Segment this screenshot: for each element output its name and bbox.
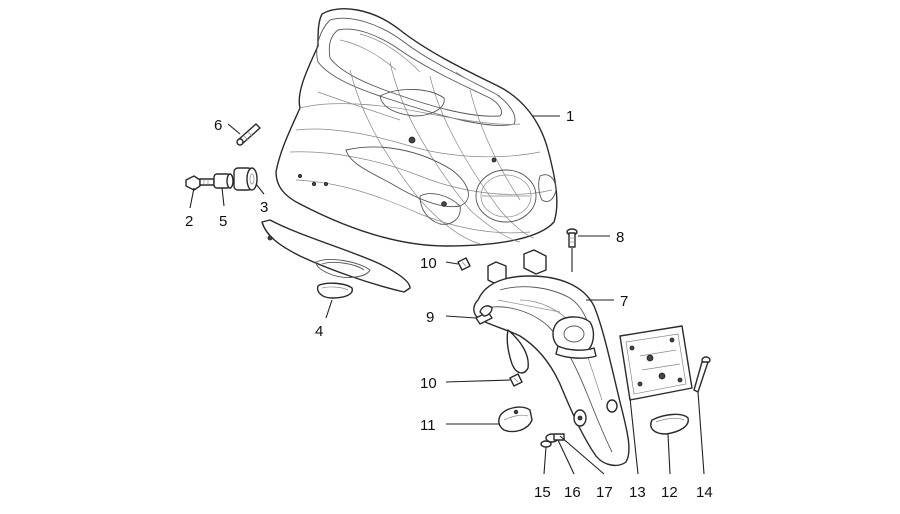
spacer-5 <box>213 173 234 189</box>
screw-8 <box>566 228 578 248</box>
leader-13 <box>629 397 639 475</box>
plate-cover <box>261 219 411 293</box>
leader-15 <box>543 446 547 475</box>
license-plate-holder-13 <box>606 325 693 413</box>
leader-10-lower <box>445 379 511 383</box>
callout-15: 15 <box>534 484 551 501</box>
callout-5: 5 <box>219 213 227 230</box>
leader-9 <box>445 315 477 319</box>
callout-7: 7 <box>620 293 628 310</box>
reflector-12 <box>650 413 689 435</box>
rubber-bushing-3 <box>233 167 258 191</box>
leader-lines <box>189 115 705 475</box>
callout-12: 12 <box>661 484 678 501</box>
rear-mudguard <box>473 249 630 467</box>
leader-14 <box>697 391 705 475</box>
callout-6: 6 <box>214 117 222 134</box>
leader-2 <box>189 187 195 209</box>
screw-14 <box>693 356 711 393</box>
rear-body-cowl <box>275 8 558 247</box>
leader-17 <box>559 435 605 475</box>
spring-pin <box>236 123 261 146</box>
plate-light-11 <box>498 406 533 433</box>
screw-16 <box>545 433 565 443</box>
callout-8: 8 <box>616 229 624 246</box>
callout-4: 4 <box>315 323 323 340</box>
callout-17: 17 <box>596 484 613 501</box>
leader-10-upper <box>445 261 459 265</box>
callout-2: 2 <box>185 213 193 230</box>
callout-10-lower: 10 <box>420 375 437 392</box>
callout-3: 3 <box>260 199 268 216</box>
callout-11: 11 <box>420 417 436 434</box>
screw-9 <box>475 305 493 325</box>
callout-16: 16 <box>564 484 581 501</box>
callout-10-upper: 10 <box>420 255 437 272</box>
callout-13: 13 <box>629 484 646 501</box>
leader-4 <box>325 299 333 319</box>
callout-14: 14 <box>696 484 713 501</box>
callout-labels: 1 2 3 4 5 6 7 8 9 10 10 11 12 13 14 15 1… <box>185 108 713 501</box>
leader-6 <box>227 123 241 135</box>
leader-3 <box>255 183 265 195</box>
callout-9: 9 <box>426 309 434 326</box>
clip-nut-10-lower <box>509 373 523 387</box>
lamp-lens-4 <box>316 282 353 299</box>
leader-16 <box>557 439 575 475</box>
screw-2 <box>185 175 215 191</box>
callout-1: 1 <box>566 108 574 125</box>
clip-nut-10-upper <box>457 257 471 271</box>
leader-5 <box>221 187 225 207</box>
leader-12 <box>667 433 671 475</box>
